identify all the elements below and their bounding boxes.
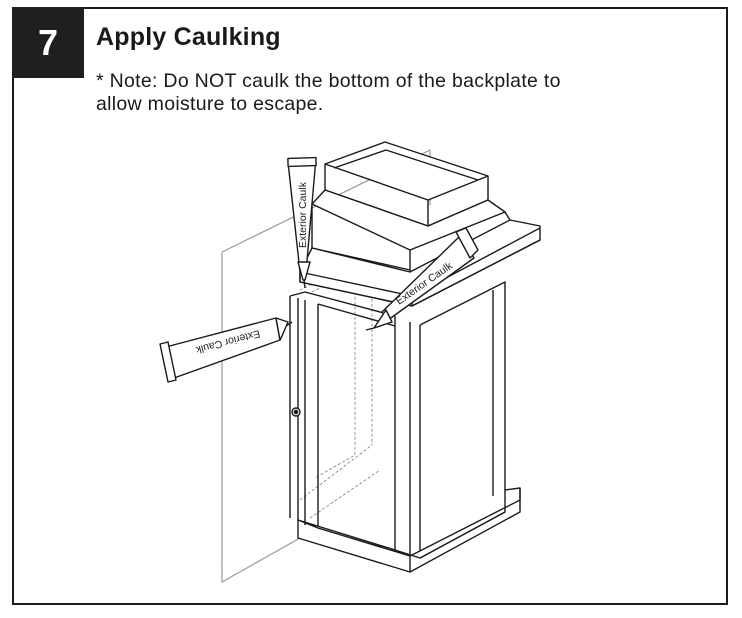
- instruction-panel: [12, 7, 728, 605]
- step-title: Apply Caulking: [96, 23, 281, 51]
- caulk-tube-top-label: Exterior Caulk: [297, 181, 309, 248]
- note-line-1: * Note: Do NOT caulk the bottom of the b…: [96, 70, 561, 92]
- caulk-tube-left: Exterior Caulk: [159, 317, 293, 383]
- lantern-body: [289, 281, 506, 559]
- step-note: * Note: Do NOT caulk the bottom of the b…: [96, 70, 696, 116]
- lantern-roof: [299, 141, 541, 307]
- lantern-base: [297, 487, 521, 573]
- note-line-2: allow moisture to escape.: [96, 93, 324, 115]
- backplate-hidden-outline: [299, 261, 381, 519]
- caulk-tube-top: Exterior Caulk: [287, 156, 317, 289]
- step-number: 7: [12, 7, 84, 78]
- wall-backplate: [221, 149, 431, 583]
